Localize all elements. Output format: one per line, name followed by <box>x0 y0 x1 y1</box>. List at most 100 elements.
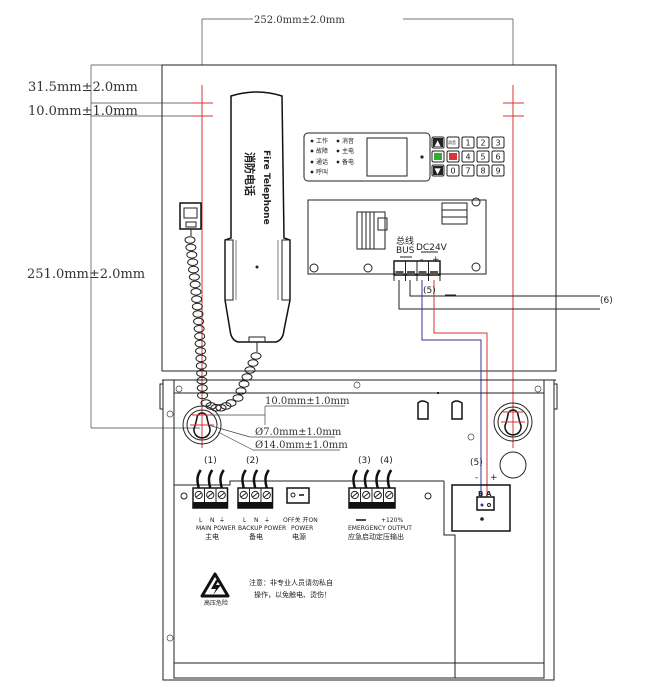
callout-4: (4) <box>380 456 393 466</box>
hole-offset-label: 10.0mm±1.0mm <box>28 104 138 119</box>
power-terminal-area <box>174 480 444 500</box>
keypad-key[interactable]: 3 <box>491 136 505 149</box>
status-led <box>336 139 340 143</box>
status-led <box>310 139 314 143</box>
cord-coil <box>195 362 207 370</box>
dc24v-label: DC24V <box>416 243 448 253</box>
svg-text:1: 1 <box>466 139 471 148</box>
svg-text:7: 7 <box>466 167 471 176</box>
warning-icon-label: 高压危险 <box>204 599 228 607</box>
main-power-en: MAIN POWER <box>196 525 236 532</box>
pcb-terminal[interactable] <box>418 271 427 275</box>
connector-header <box>441 202 468 225</box>
keyhole-left <box>182 405 222 445</box>
svg-text:5: 5 <box>481 153 486 162</box>
keypad-key[interactable]: ▼ <box>431 164 445 177</box>
dc-minus-label: - <box>420 255 423 265</box>
cord-coil <box>192 310 204 318</box>
keypad-key[interactable]: 6 <box>491 150 505 163</box>
main-l: L <box>199 517 203 524</box>
cord-coil <box>191 302 203 311</box>
cord-coil <box>194 339 206 348</box>
svg-text:9: 9 <box>496 167 501 176</box>
svg-text:8: 8 <box>481 167 486 176</box>
cable-knockout <box>499 451 527 479</box>
keypad-key[interactable]: 消音 <box>446 136 460 149</box>
keypad-key[interactable]: 4 <box>461 150 475 163</box>
keypad-key[interactable]: 2 <box>476 136 490 149</box>
cord-coil <box>187 258 199 267</box>
backup-earth: ⏚ <box>264 517 270 524</box>
emergency-cn: 应急启动定压输出 <box>348 532 404 541</box>
cord-coil <box>194 332 206 341</box>
switch-cn: 电源 <box>292 532 306 541</box>
coiled-cord <box>184 236 262 412</box>
callout-1: (1) <box>204 456 217 466</box>
emergency-output-terminal[interactable] <box>348 469 396 509</box>
main-earth: ⏚ <box>219 517 225 524</box>
cord-coil <box>196 376 208 385</box>
keyhole-offset-label: 10.0mm±1.0mm <box>265 396 350 407</box>
keypad-key[interactable]: 0 <box>446 164 460 177</box>
backup-power-terminal[interactable] <box>237 469 274 509</box>
svg-text:0: 0 <box>451 167 456 176</box>
keypad-key[interactable] <box>431 150 445 163</box>
bus-plus: + <box>490 473 498 483</box>
backup-power-en: BACKUP POWER <box>238 525 286 532</box>
bus-dc-terminal-block[interactable] <box>393 260 441 281</box>
cord-coil <box>195 347 207 355</box>
fire-telephone-handset[interactable]: 消防电话 Fire Telephone <box>224 91 291 352</box>
cord-coil <box>225 399 237 407</box>
pcb-terminal[interactable] <box>395 271 404 275</box>
cord-coil <box>188 265 200 274</box>
cord-coil <box>191 295 203 304</box>
keyhole-right <box>493 402 533 442</box>
keyhole-small-label: Ø7.0mm±1.0mm <box>255 427 342 438</box>
keypad-key[interactable]: 8 <box>476 164 490 177</box>
main-n: N <box>210 517 215 524</box>
pcb-terminal[interactable] <box>430 271 438 275</box>
callout-5-top: (5) <box>423 286 436 296</box>
dc-plus-label: + <box>432 255 440 265</box>
backup-n: N <box>254 517 259 524</box>
status-led <box>310 170 314 174</box>
lower-terminal-blocks[interactable] <box>192 469 396 509</box>
callout-3: (3) <box>358 456 371 466</box>
status-led <box>310 160 314 164</box>
height-label: 251.0mm±2.0mm <box>27 267 145 282</box>
cord-coil <box>244 366 256 374</box>
power-switch[interactable] <box>286 487 310 504</box>
pcb-terminal[interactable] <box>407 271 415 275</box>
emergency-en: EMERGENCY OUTPUT <box>348 525 412 532</box>
status-led-label: 呼叫 <box>316 168 328 176</box>
bus-minus: - <box>475 473 478 483</box>
status-led-label: 故障 <box>316 147 328 155</box>
keyhole-dimensions: 10.0mm±1.0mm Ø7.0mm±1.0mm Ø14.0mm±1.0mm <box>207 396 350 451</box>
keypad-key[interactable]: 1 <box>461 136 475 149</box>
cord-coil <box>186 251 198 259</box>
keyhole-large-label: Ø14.0mm±1.0mm <box>255 440 348 451</box>
cord-coil <box>184 236 196 244</box>
cord-coil <box>188 273 200 281</box>
keypad-key[interactable] <box>446 150 460 163</box>
keypad-key[interactable]: 9 <box>491 164 505 177</box>
transformer <box>356 211 388 250</box>
keypad-key[interactable]: 7 <box>461 164 475 177</box>
handset-label-en: Fire Telephone <box>261 150 271 225</box>
handset-label-cn: 消防电话 <box>243 152 257 196</box>
main-power-cn: 主电 <box>205 532 219 541</box>
bus-b-label: B <box>478 490 483 498</box>
keypad-key[interactable]: ▲ <box>431 136 445 149</box>
lcd-display <box>366 137 408 177</box>
keypad-key[interactable]: 5 <box>476 150 490 163</box>
external-wiring: (5) (6) <box>398 280 613 497</box>
callout-5-lower: (5) <box>470 458 483 468</box>
main-power-terminal[interactable] <box>192 469 229 509</box>
cord-coil <box>193 317 205 326</box>
status-led-label: 通话 <box>316 158 328 166</box>
svg-text:▲: ▲ <box>435 139 442 148</box>
width-dimension-label: 252.0mm±2.0mm <box>254 15 345 26</box>
svg-text:6: 6 <box>496 153 501 162</box>
